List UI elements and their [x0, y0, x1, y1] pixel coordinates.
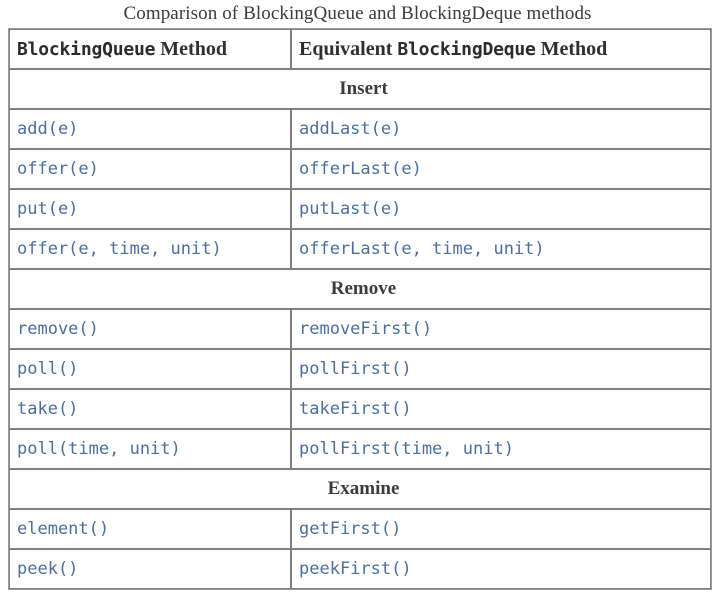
table-body: BlockingQueue Method Equivalent Blocking…: [9, 29, 711, 589]
deque-method-cell: offerLast(e, time, unit): [291, 229, 711, 269]
table-row: add(e) addLast(e): [9, 109, 711, 149]
header-class-blockingqueue: BlockingQueue: [17, 38, 156, 60]
table-caption: Comparison of BlockingQueue and Blocking…: [123, 3, 592, 24]
section-header-row-examine: Examine: [9, 469, 711, 509]
table-row: element() getFirst(): [9, 509, 711, 549]
queue-method-cell: take(): [9, 389, 291, 429]
queue-method-cell: remove(): [9, 309, 291, 349]
table-header-row: BlockingQueue Method Equivalent Blocking…: [9, 29, 711, 69]
section-title-remove: Remove: [9, 269, 711, 309]
header-suffix-col1: Method: [155, 37, 227, 60]
deque-method-cell: peekFirst(): [291, 549, 711, 589]
section-header-row-remove: Remove: [9, 269, 711, 309]
deque-method-cell: pollFirst(time, unit): [291, 429, 711, 469]
deque-method-cell: addLast(e): [291, 109, 711, 149]
queue-method-cell: put(e): [9, 189, 291, 229]
section-title-insert: Insert: [9, 69, 711, 109]
deque-method-cell: putLast(e): [291, 189, 711, 229]
deque-method-cell: offerLast(e): [291, 149, 711, 189]
queue-method-cell: poll(time, unit): [9, 429, 291, 469]
table-row: put(e) putLast(e): [9, 189, 711, 229]
section-header-row-insert: Insert: [9, 69, 711, 109]
deque-method-cell: getFirst(): [291, 509, 711, 549]
deque-method-cell: pollFirst(): [291, 349, 711, 389]
header-class-blockingdeque: BlockingDeque: [397, 38, 536, 60]
table-row: peek() peekFirst(): [9, 549, 711, 589]
queue-method-cell: element(): [9, 509, 291, 549]
header-cell-blockingdeque: Equivalent BlockingDeque Method: [291, 29, 711, 69]
deque-method-cell: removeFirst(): [291, 309, 711, 349]
queue-method-cell: poll(): [9, 349, 291, 389]
section-title-examine: Examine: [9, 469, 711, 509]
queue-method-cell: offer(e, time, unit): [9, 229, 291, 269]
table-row: remove() removeFirst(): [9, 309, 711, 349]
method-comparison-table: BlockingQueue Method Equivalent Blocking…: [8, 28, 712, 590]
queue-method-cell: add(e): [9, 109, 291, 149]
header-prefix-col2: Equivalent: [299, 37, 398, 60]
table-row: take() takeFirst(): [9, 389, 711, 429]
table-row: poll() pollFirst(): [9, 349, 711, 389]
table-row: offer(e) offerLast(e): [9, 149, 711, 189]
table-row: offer(e, time, unit) offerLast(e, time, …: [9, 229, 711, 269]
queue-method-cell: peek(): [9, 549, 291, 589]
queue-method-cell: offer(e): [9, 149, 291, 189]
header-suffix-col2: Method: [535, 37, 608, 60]
table-row: poll(time, unit) pollFirst(time, unit): [9, 429, 711, 469]
deque-method-cell: takeFirst(): [291, 389, 711, 429]
header-cell-blockingqueue: BlockingQueue Method: [9, 29, 291, 69]
